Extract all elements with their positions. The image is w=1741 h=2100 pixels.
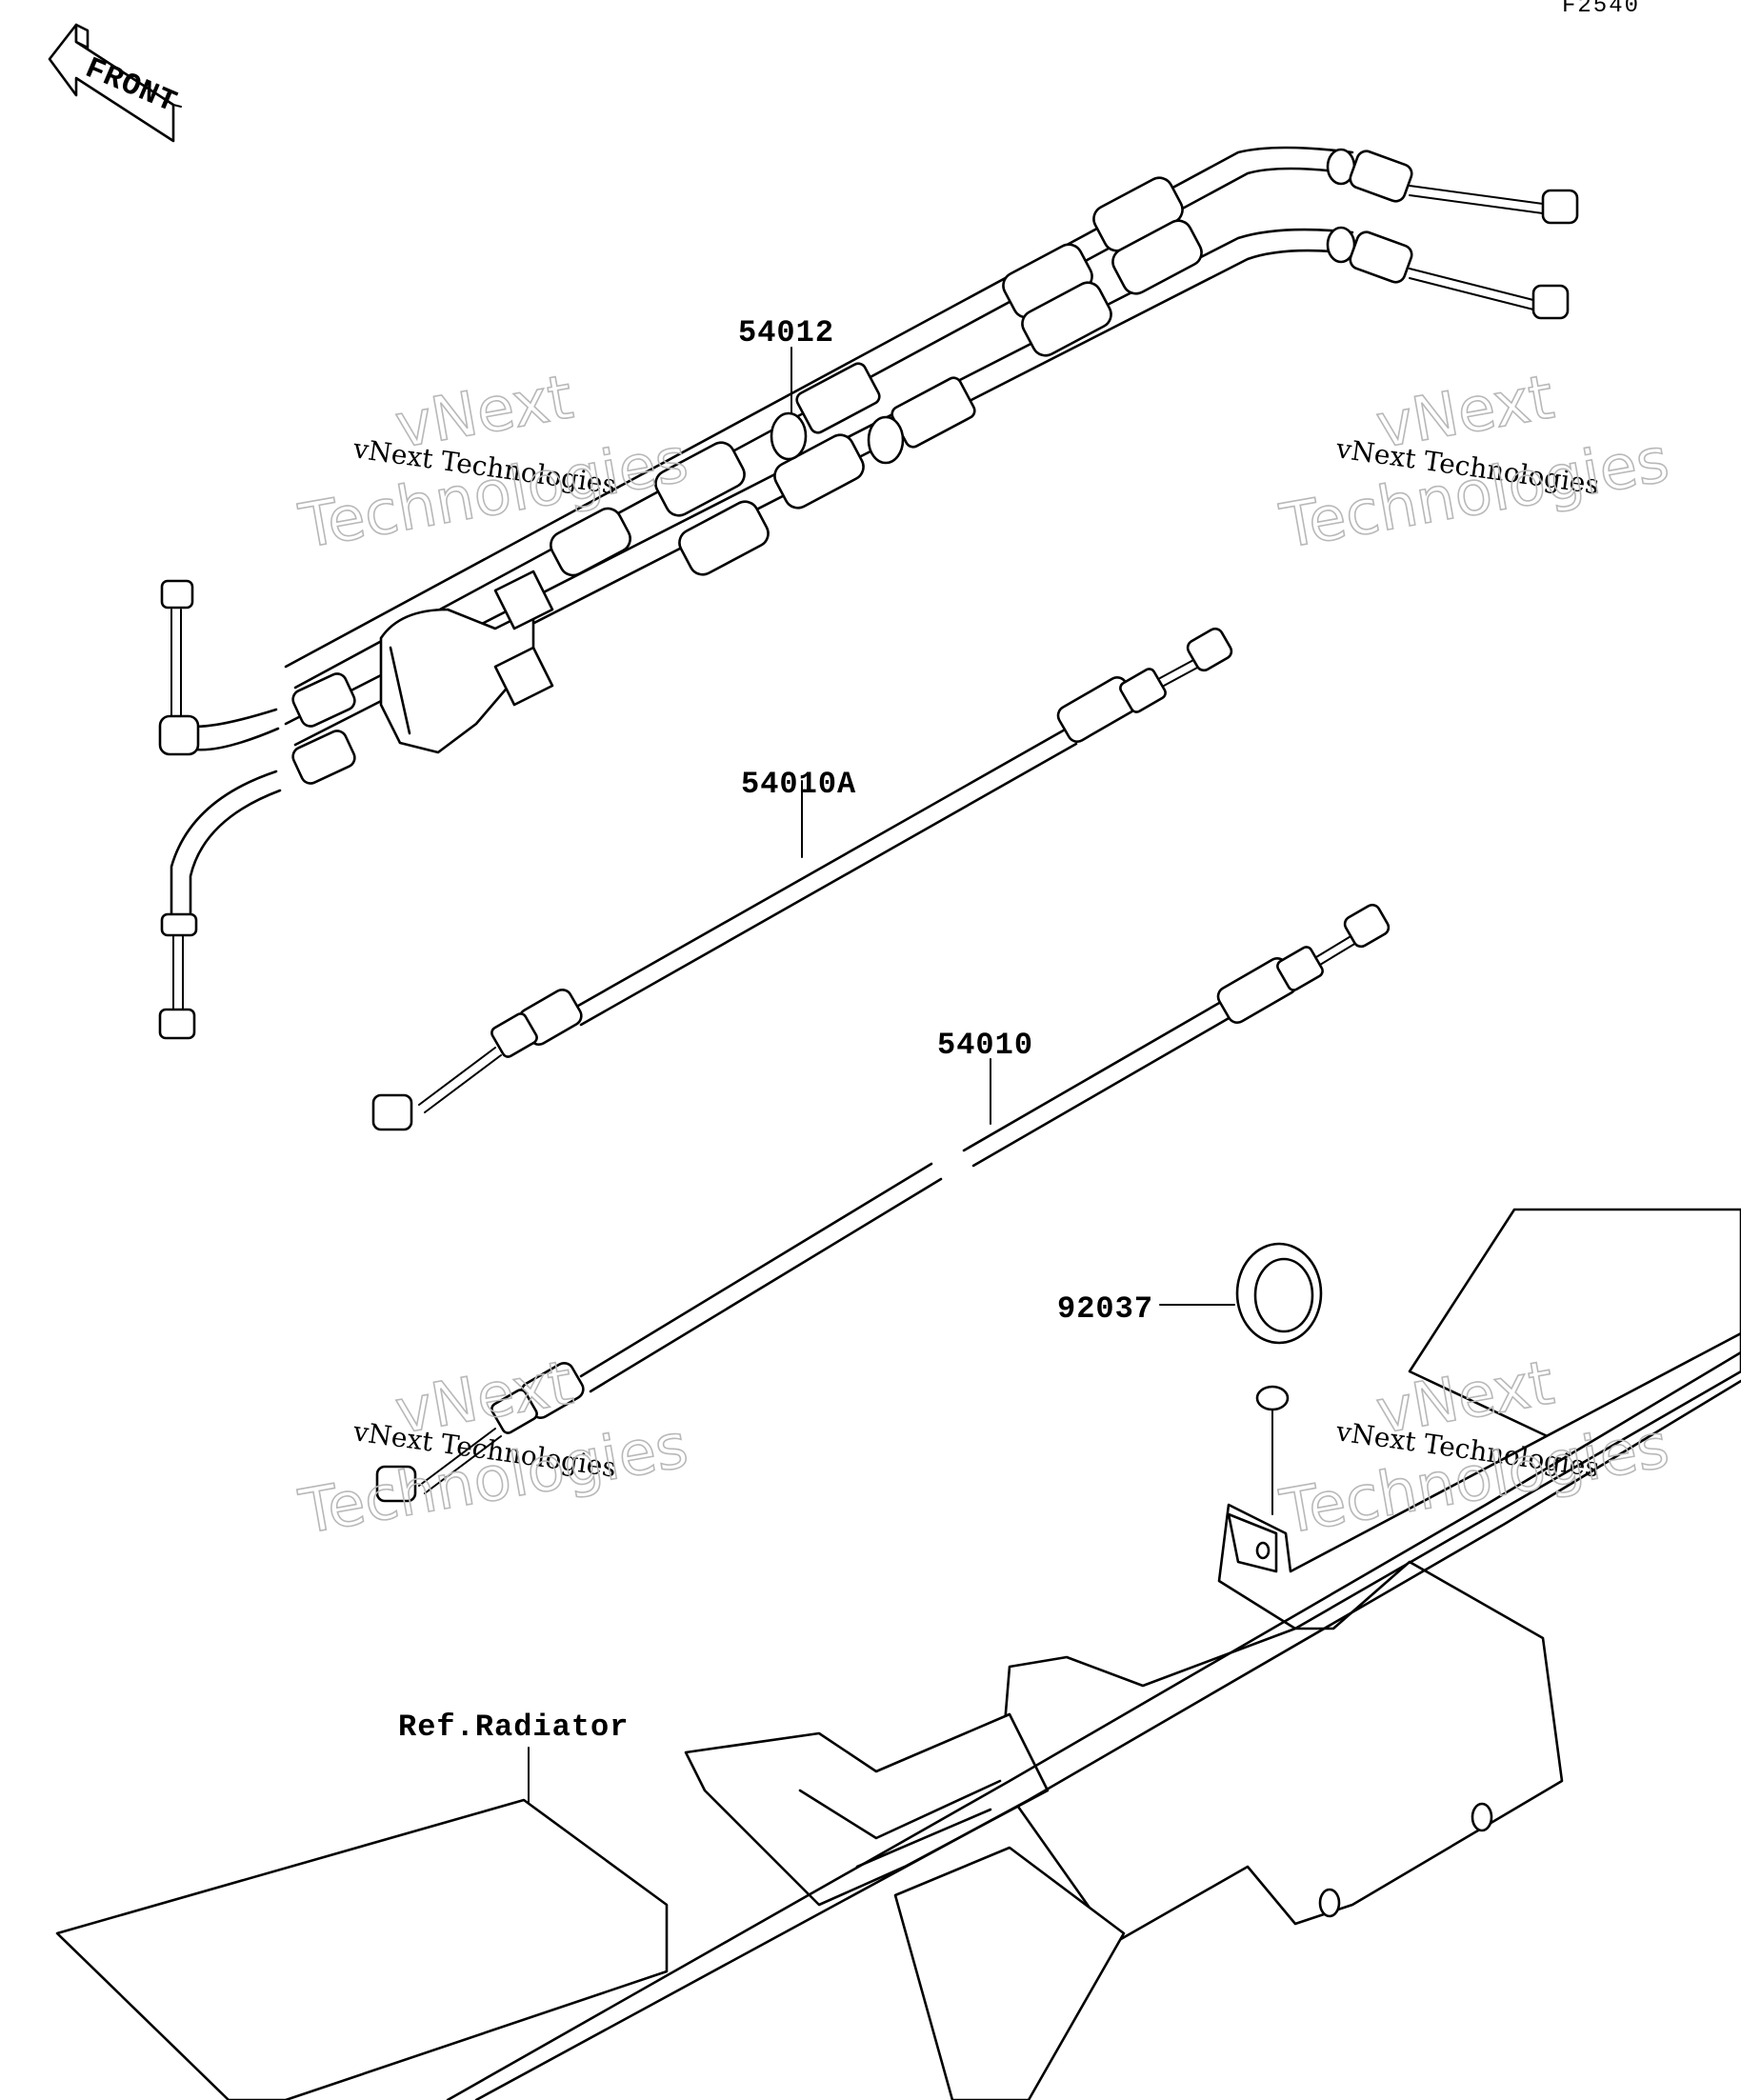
callout-54010: 54010	[937, 1028, 1033, 1063]
diagram-code: F2540	[1562, 0, 1640, 19]
callout-54012: 54012	[738, 315, 834, 350]
radiator-reference: Ref.Radiator	[55, 1208, 1741, 2100]
watermark-top-right: vNext vNext Technologies Technologies	[1274, 362, 1674, 564]
callout-54010a: 54010A	[741, 767, 856, 802]
watermark-top-left: vNext vNext Technologies Technologies	[293, 362, 693, 564]
cable-54010a: 54010A	[371, 627, 1233, 1131]
throttle-cable-assembly: 54012	[158, 146, 1579, 1040]
callout-92037: 92037	[1057, 1291, 1153, 1327]
cable-54010: 54010	[375, 903, 1391, 1503]
clamp-92037: 92037	[1057, 1242, 1323, 1515]
callout-ref-radiator: Ref.Radiator	[398, 1710, 629, 1745]
watermark-bottom-left: vNext vNext Technologies Technologies	[293, 1348, 693, 1550]
front-arrow-icon: FRONT	[48, 23, 183, 143]
